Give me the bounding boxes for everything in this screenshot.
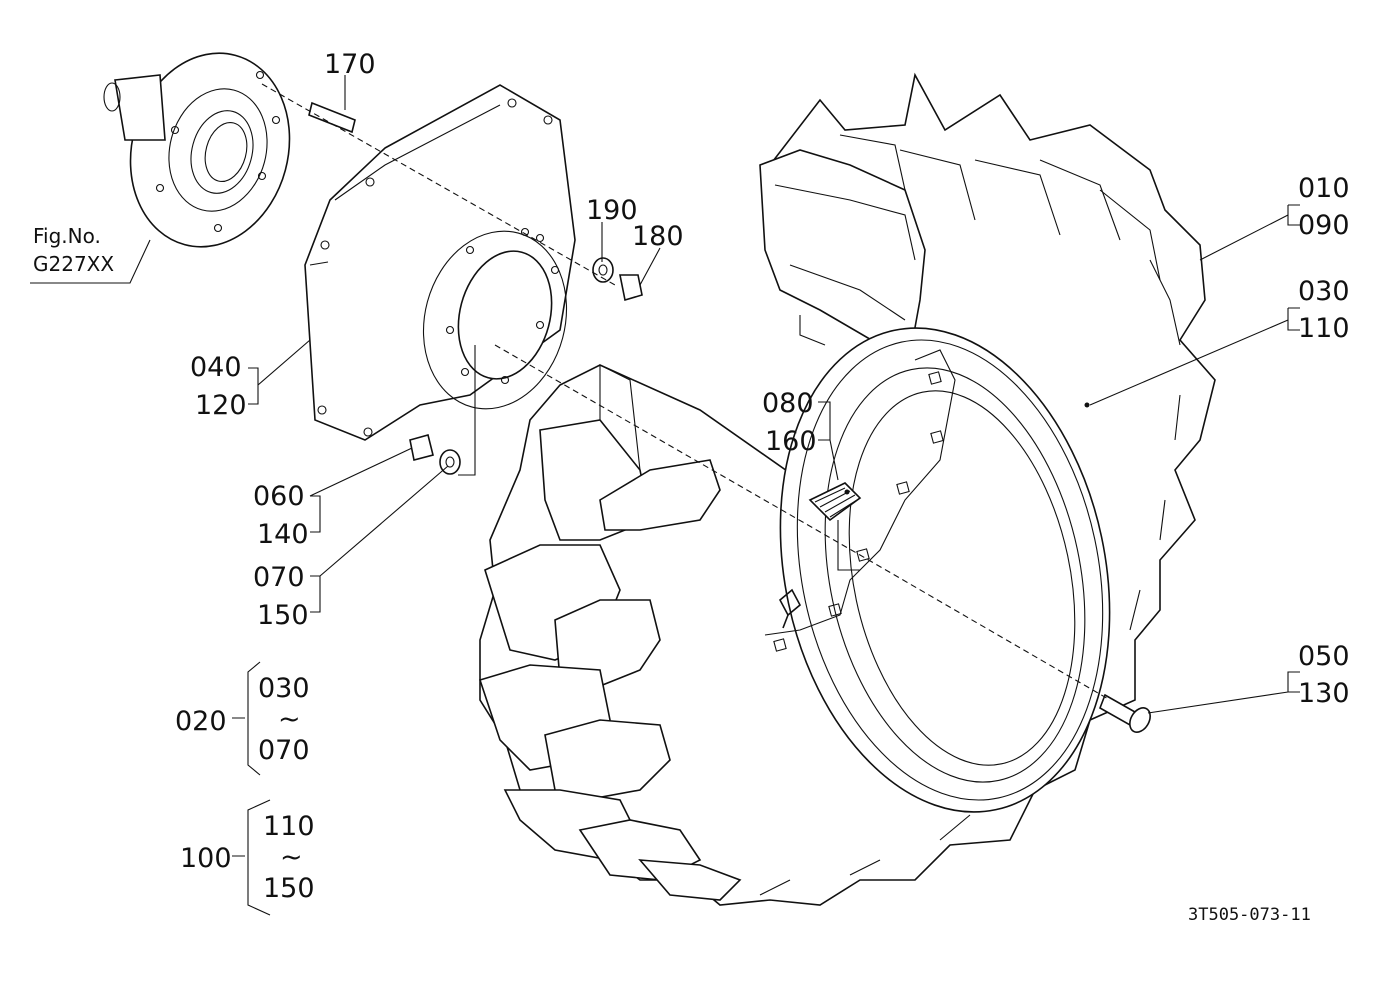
label-110: 110 — [1298, 313, 1350, 344]
label-070: 070 — [253, 562, 305, 593]
assembly-100-to: 150 — [263, 873, 315, 904]
assembly-020-to: 070 — [258, 735, 310, 766]
leader-lines — [30, 75, 1300, 916]
label-090: 090 — [1298, 210, 1350, 241]
label-010: 010 — [1298, 173, 1350, 204]
wheel-disc-drawing — [304, 84, 576, 441]
drawing-number: 3T505-073-11 — [1188, 905, 1311, 925]
figure-ref-line2: G227XX — [33, 252, 114, 276]
label-030: 030 — [1298, 276, 1350, 307]
assembly-020-id: 020 — [175, 706, 227, 737]
label-180: 180 — [632, 221, 684, 252]
label-160: 160 — [765, 426, 817, 457]
assembly-020-from: 030 — [258, 673, 310, 704]
assembly-labels: 020 030 ~ 070 100 110 ~ 150 — [175, 673, 315, 904]
label-190: 190 — [586, 195, 638, 226]
label-060: 060 — [253, 481, 305, 512]
label-080: 080 — [762, 388, 814, 419]
assembly-100-id: 100 — [180, 843, 232, 874]
label-120: 120 — [195, 390, 247, 421]
label-140: 140 — [257, 519, 309, 550]
label-170: 170 — [324, 49, 376, 80]
tire-drawing — [478, 72, 1216, 906]
label-050: 050 — [1298, 641, 1350, 672]
part-labels: 170 Fig.No. G227XX 190 180 010 090 030 1… — [33, 49, 1350, 709]
hardware-drawing — [308, 101, 1151, 733]
axle-hub-drawing — [103, 52, 291, 248]
figure-ref-line1: Fig.No. — [33, 224, 101, 248]
label-130: 130 — [1298, 678, 1350, 709]
assembly-020-sep: ~ — [278, 704, 301, 735]
assembly-100-sep: ~ — [280, 842, 303, 873]
assembly-centerlines — [261, 83, 1111, 701]
assembly-100-from: 110 — [263, 811, 315, 842]
label-040: 040 — [190, 352, 242, 383]
label-150: 150 — [257, 600, 309, 631]
